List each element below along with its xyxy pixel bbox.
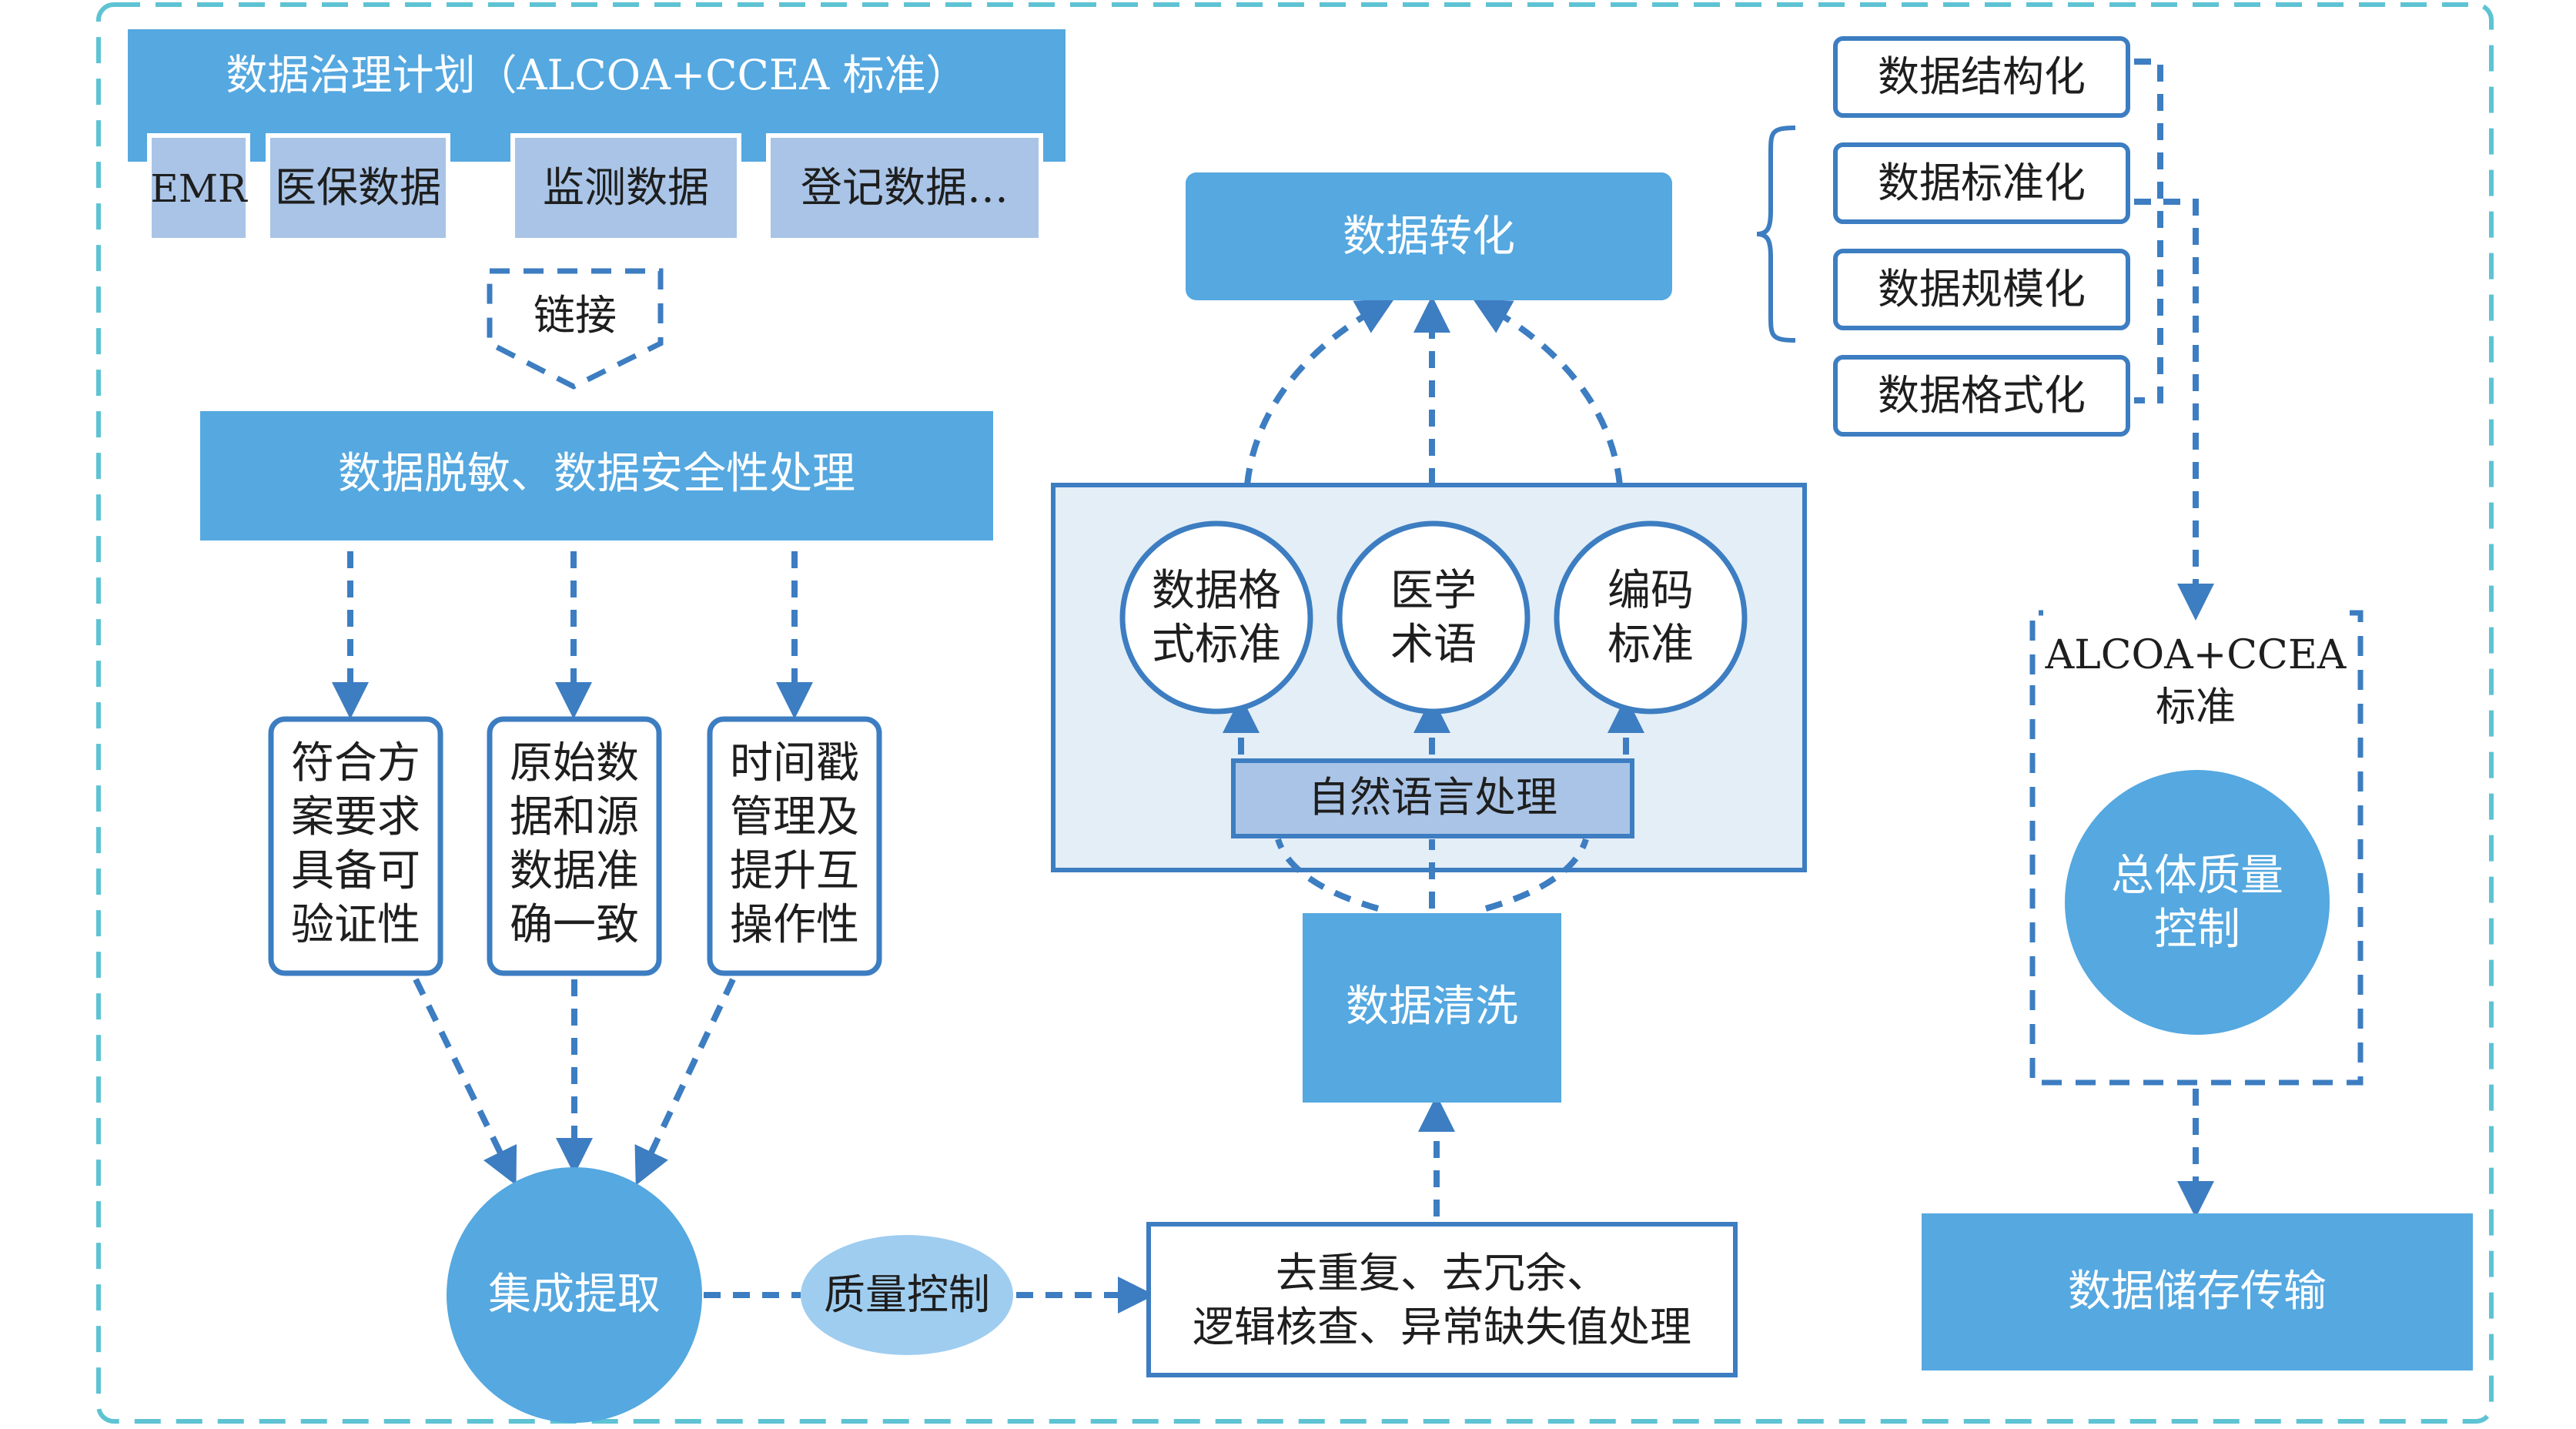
nlp-label: 自然语言处理 xyxy=(1308,773,1557,822)
req-1-line-1: 符合方 xyxy=(291,738,420,788)
req-3-line-3: 提升互 xyxy=(730,846,859,896)
data-cleaning-box xyxy=(1303,913,1561,1103)
req-2-line-3: 数据准 xyxy=(510,846,639,896)
standard-coding-line-1: 编码 xyxy=(1607,566,1694,616)
standard-circle-format xyxy=(1119,520,1313,714)
alcoa-line-1: ALCOA+CCEA xyxy=(2045,632,2347,678)
standard-terminology-line-1: 医学 xyxy=(1390,566,1477,616)
data-storage-box xyxy=(1922,1213,2473,1370)
source-monitoring xyxy=(510,133,741,243)
cleaning-ops-line-1: 去重复、去冗余、 xyxy=(1276,1249,1608,1297)
extract-circle xyxy=(447,1167,702,1423)
req-2-line-2: 据和源 xyxy=(510,792,639,842)
overall-qc-circle xyxy=(2065,770,2330,1035)
req-3-line-1: 时间戳 xyxy=(730,738,859,788)
desensitize-label: 数据脱敏、数据安全性处理 xyxy=(338,449,855,499)
link-node: 链接 xyxy=(487,268,664,390)
req-3-line-2: 管理及 xyxy=(730,792,859,842)
req-1-line-3: 具备可 xyxy=(291,846,420,896)
standard-terminology-line-2: 术语 xyxy=(1390,620,1477,670)
transform-step-standardization xyxy=(1833,142,2130,224)
data-governance-plan: 数据治理计划（ALCOA+CCEA 标准） EMR 医保数据 监测数据 登记数据… xyxy=(128,29,1066,243)
standard-format-line-2: 式标准 xyxy=(1152,620,1281,670)
source-emr-label: EMR xyxy=(150,166,248,211)
requirement-box-timestamp: 时间戳 管理及 提升互 操作性 xyxy=(707,716,882,976)
requirement-box-protocol: 符合方 案要求 具备可 验证性 xyxy=(268,716,443,976)
source-insurance-label: 医保数据 xyxy=(275,163,441,212)
transform-step-formatting-label: 数据格式化 xyxy=(1878,371,2086,420)
alcoa-dashed-block xyxy=(2029,610,2364,1086)
link-label: 链接 xyxy=(534,291,617,340)
transform-step-formatting xyxy=(1833,355,2130,437)
standard-format-line-1: 数据格 xyxy=(1152,566,1281,616)
source-emr xyxy=(147,133,250,243)
req-2-line-4: 确一致 xyxy=(510,900,639,950)
data-storage-label: 数据储存传输 xyxy=(2068,1267,2327,1317)
nlp-bar xyxy=(1231,758,1634,838)
quality-control-label: 质量控制 xyxy=(824,1270,990,1319)
transform-step-scaling-label: 数据规模化 xyxy=(1878,265,2086,313)
req-2-line-1: 原始数 xyxy=(510,738,639,788)
req-3-line-4: 操作性 xyxy=(730,900,859,950)
overall-qc-line-1: 总体质量 xyxy=(2111,851,2283,901)
source-insurance xyxy=(266,133,450,243)
desensitize-box xyxy=(200,411,993,540)
transform-step-structuring xyxy=(1833,36,2130,118)
source-registry-label: 登记数据… xyxy=(801,163,1009,212)
alcoa-line-2: 标准 xyxy=(2156,684,2236,731)
transform-step-scaling xyxy=(1833,249,2130,330)
standard-coding-line-2: 标准 xyxy=(1607,620,1694,670)
transform-step-standardization-label: 数据标准化 xyxy=(1878,159,2086,207)
standard-circle-terminology xyxy=(1337,520,1531,714)
transform-steps-brace xyxy=(1756,125,1796,343)
data-transform-label: 数据转化 xyxy=(1343,212,1515,262)
data-cleaning-label: 数据清洗 xyxy=(1346,982,1518,1032)
cleaning-operations-box xyxy=(1146,1222,1738,1377)
quality-control-ellipse xyxy=(801,1235,1013,1355)
data-transform-box xyxy=(1186,172,1672,300)
overall-qc-line-2: 控制 xyxy=(2154,905,2240,955)
cleaning-ops-line-2: 逻辑核查、异常缺失值处理 xyxy=(1193,1303,1691,1351)
req-1-line-2: 案要求 xyxy=(291,792,420,842)
extract-label: 集成提取 xyxy=(488,1270,661,1320)
standard-circle-coding xyxy=(1554,520,1748,714)
source-registry xyxy=(766,133,1043,243)
plan-title: 数据治理计划（ALCOA+CCEA 标准） xyxy=(226,51,968,99)
source-monitoring-label: 监测数据 xyxy=(543,163,709,212)
req-1-line-4: 验证性 xyxy=(291,900,420,950)
transform-step-structuring-label: 数据结构化 xyxy=(1878,52,2086,101)
outer-dashed-frame xyxy=(96,2,2494,1424)
requirement-box-source-consistency: 原始数 据和源 数据准 确一致 xyxy=(487,716,662,976)
